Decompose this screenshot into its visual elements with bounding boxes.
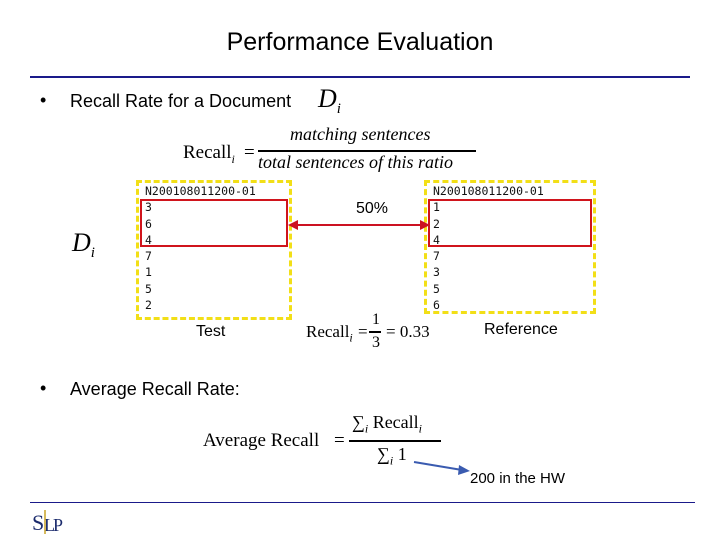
average-formula-equals: = [334,430,345,451]
list-item: 6 [433,298,440,313]
slp-logo: S L P [32,510,63,535]
reference-list: N200108011200-01 1 2 4 7 3 5 6 [433,183,544,313]
reference-label: Reference [484,321,558,338]
test-list: N200108011200-01 3 6 4 7 1 5 2 [145,183,256,313]
example-formula-lhs: Recalli [306,322,353,345]
document-symbol-side: Di [72,228,95,262]
list-item: 1 [433,200,440,215]
list-item: 3 [433,265,440,280]
recall-formula-denominator: total sentences of this ratio [258,152,453,172]
svg-text:P: P [53,515,63,535]
reference-list-box [424,180,596,314]
reference-list-header: N200108011200-01 [433,184,544,198]
title-rule [30,76,690,78]
list-item: 6 [145,216,152,231]
test-matching-highlight [140,199,288,247]
test-list-header: N200108011200-01 [145,184,256,198]
list-item: 5 [145,281,152,296]
svg-text:S: S [32,510,44,535]
list-item: 4 [145,232,152,247]
ratio-label: 50% [356,200,389,217]
list-item: 1 [145,265,152,280]
average-formula-numerator: ∑i Recalli [352,412,423,436]
bullet-recall-document: Recall Rate for a Document [70,91,292,111]
list-item: 7 [145,249,152,264]
recall-formula-equals: = [244,142,255,163]
average-formula-denominator: ∑i 1 [377,444,407,468]
example-formula-fraction-bar [369,331,381,333]
arrow-right-icon [413,461,470,475]
list-item: 4 [433,232,440,247]
average-formula-lhs: Average Recall [203,430,320,451]
bullet-marker: • [40,378,47,398]
reference-matching-highlight [428,199,592,247]
list-item: 2 [145,298,152,313]
list-item: 7 [433,249,440,264]
example-formula-equals: = [358,322,368,341]
recall-formula-lhs: Recalli [183,142,235,166]
list-item: 3 [145,200,152,215]
footer-rule [30,502,695,503]
hw-note: 200 in the HW [470,470,566,487]
list-item: 2 [433,216,440,231]
svg-text:L: L [44,515,55,535]
average-formula-fraction-bar [349,440,441,442]
example-formula-denominator: 3 [372,334,380,351]
recall-formula-numerator: matching sentences [290,124,431,144]
bullet-marker: • [40,90,47,110]
list-item: 5 [433,281,440,296]
test-label: Test [196,323,226,340]
double-arrow-icon [288,220,430,230]
recall-formula-fraction-bar [258,150,476,152]
example-formula-numerator: 1 [372,311,380,328]
test-list-box [136,180,292,320]
page-title: Performance Evaluation [226,28,494,56]
document-symbol: Di [318,84,341,118]
bullet-average-recall: Average Recall Rate: [70,379,240,399]
example-formula-result: = 0.33 [386,322,430,341]
